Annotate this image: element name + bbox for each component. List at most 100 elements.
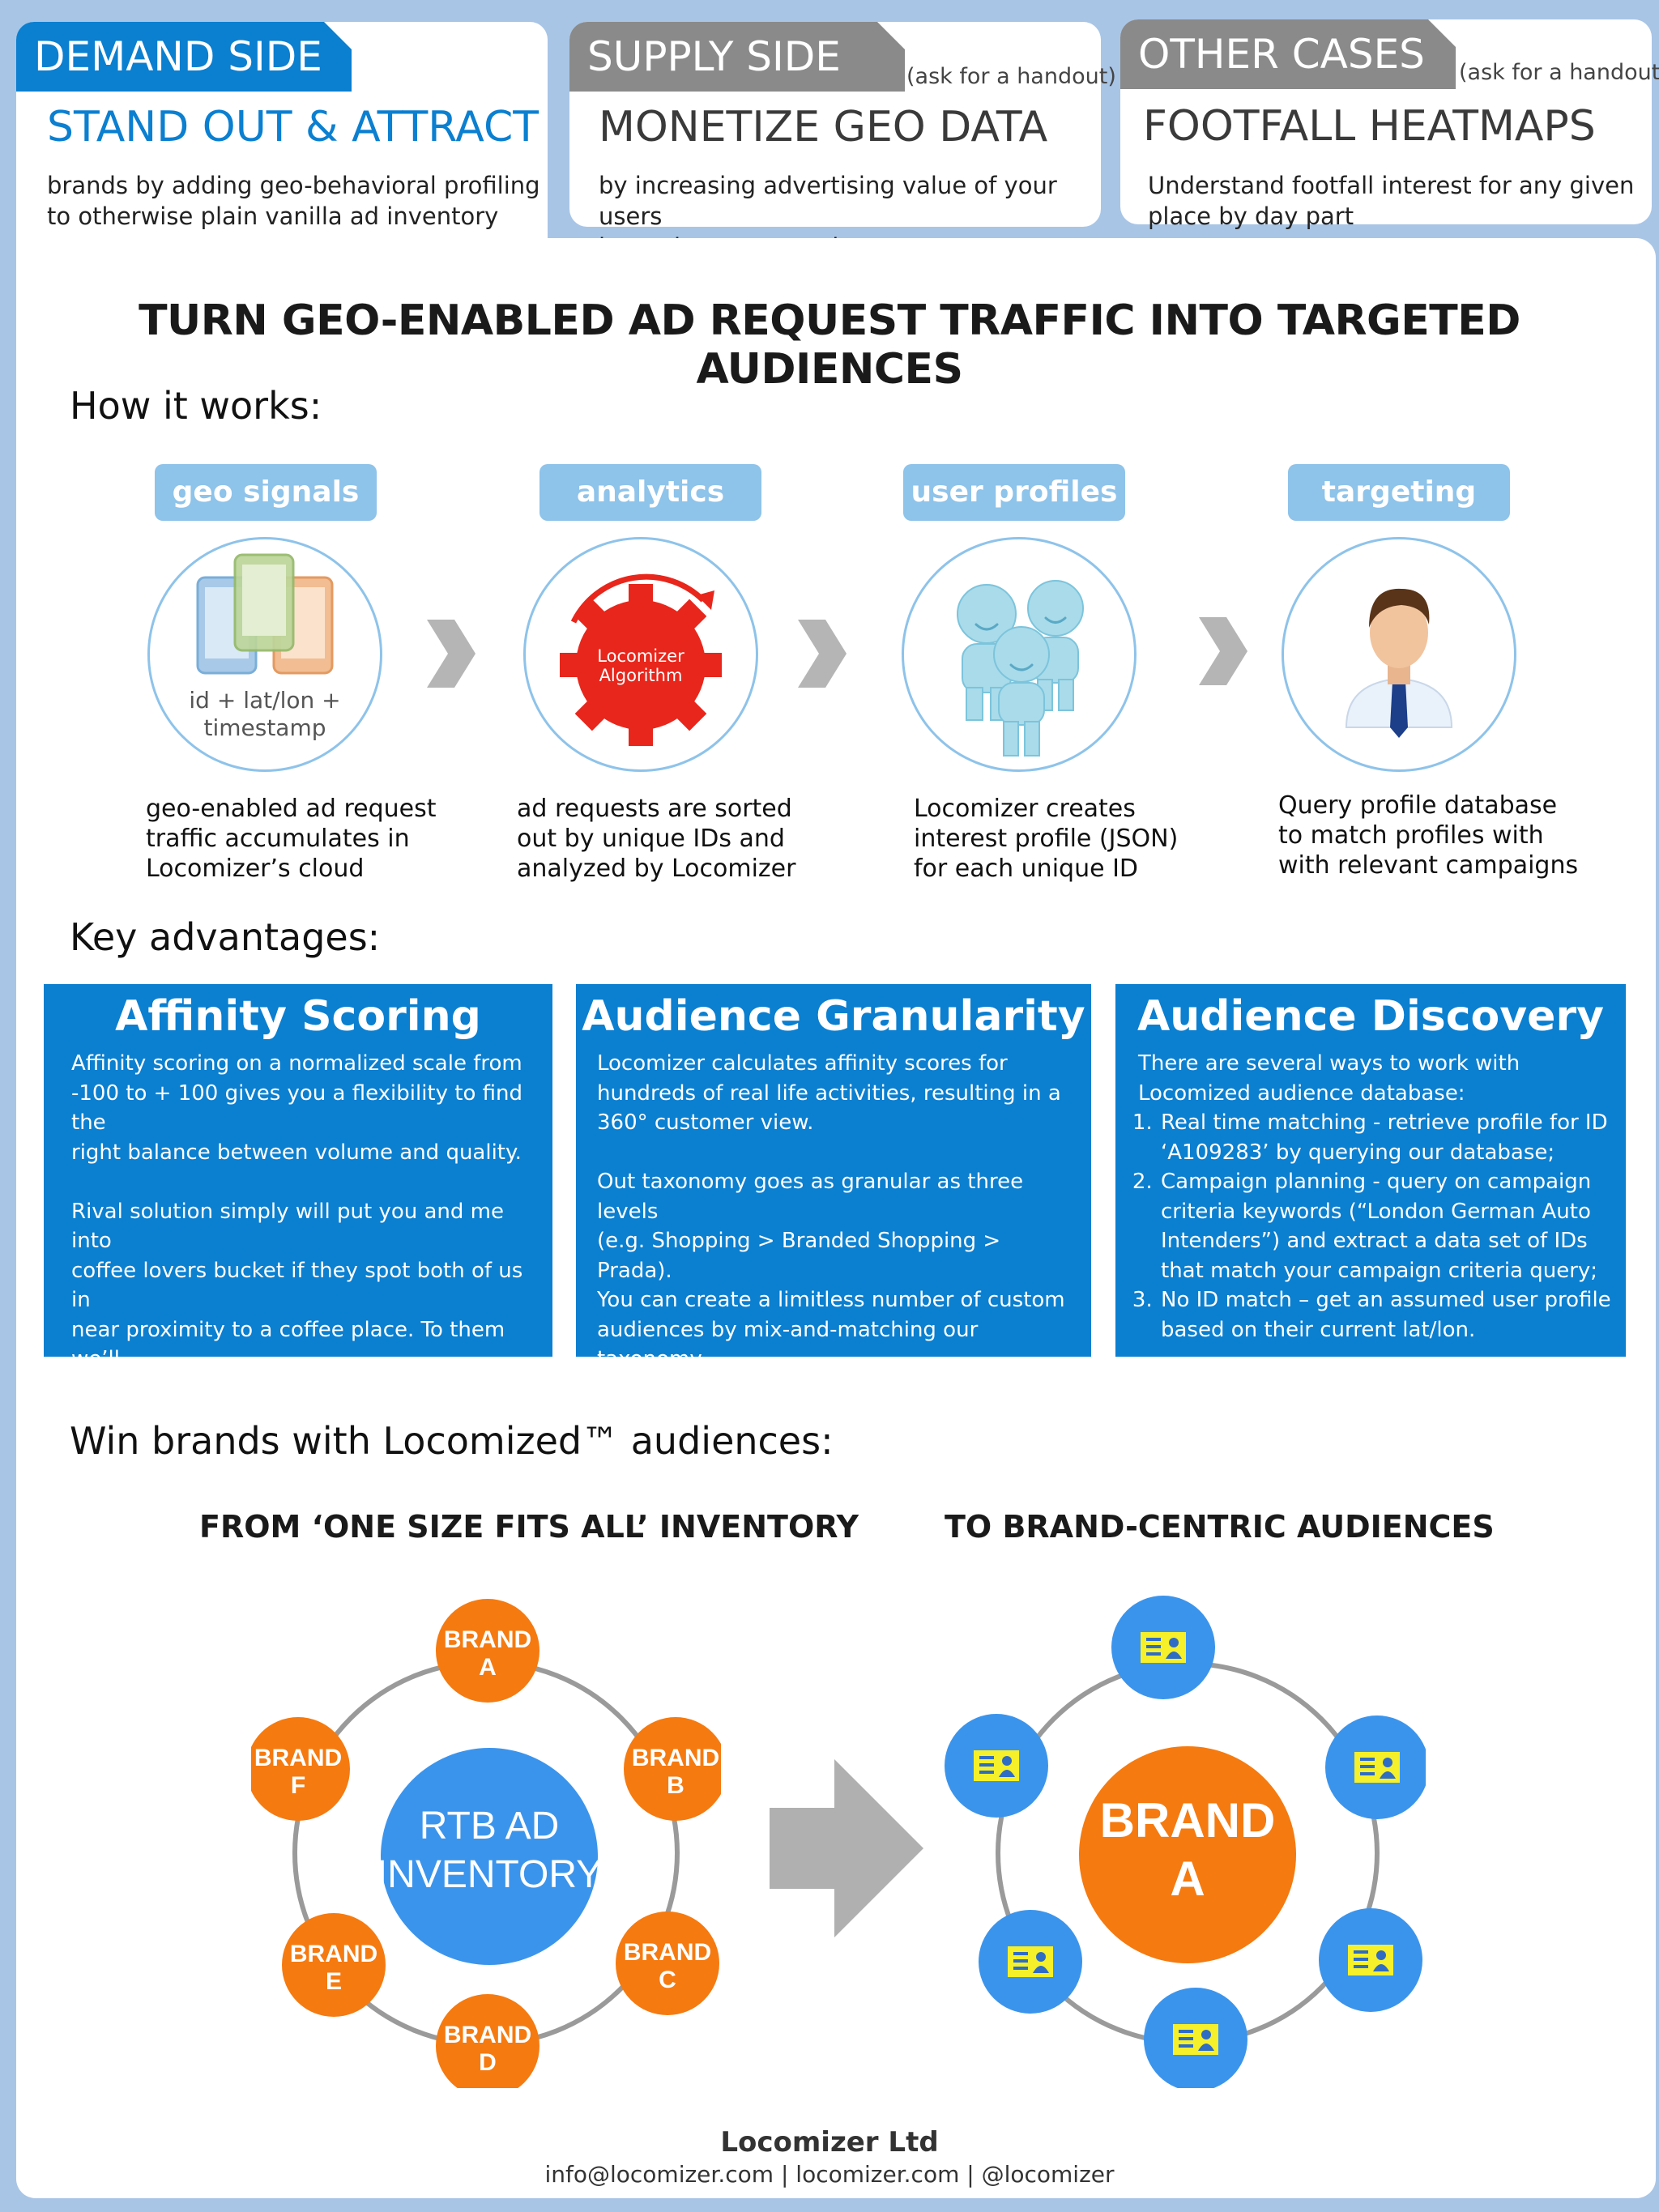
step-pill-user-profiles: user profiles [903, 464, 1125, 521]
tab-other-cases: OTHER CASES (ask for a handout) FOOTFALL… [1120, 19, 1659, 230]
rtb-center-circle [381, 1748, 598, 1965]
advantage-title: Affinity Scoring [115, 992, 481, 1041]
step-circle-targeting [1282, 537, 1516, 772]
brand-node-label: BRAND [290, 1941, 377, 1967]
brand-node-label: E [326, 1968, 342, 1995]
geo-signal-text-line: timestamp [203, 714, 326, 741]
advantage-text: Locomizer calculates affinity scores for… [597, 1051, 1065, 1401]
brand-f-node: BRAND F [251, 1717, 350, 1821]
step-caption-analytics: ad requests are sorted out by unique IDs… [517, 794, 825, 884]
tab-desc-line: by increasing advertising value of your … [599, 172, 1057, 230]
users-icon [957, 580, 1084, 757]
advantage-list: There are several ways to work with Loco… [1138, 1049, 1611, 1345]
list-item: Campaign planning - query on campaign cr… [1159, 1167, 1611, 1285]
caption-line: with relevant campaigns [1278, 851, 1579, 880]
advantage-affinity-scoring: Affinity Scoring Affinity scoring on a n… [44, 984, 552, 1490]
brand-e-node: BRAND E [282, 1913, 386, 2017]
from-inventory-heading: FROM ‘ONE SIZE FITS ALL’ INVENTORY [199, 1509, 859, 1545]
tab-desc-line: place by day part [1148, 202, 1354, 230]
step-pill-targeting: targeting [1288, 464, 1510, 521]
list-item: Real time matching - retrieve profile fo… [1159, 1108, 1611, 1167]
step-caption-user-profiles: Locomizer creates interest profile (JSON… [914, 794, 1222, 884]
tab-desc-other: Understand footfall interest for any giv… [1148, 170, 1642, 232]
audience-node [1319, 1908, 1422, 2012]
step-caption-targeting: Query profile database to match profiles… [1278, 791, 1586, 880]
how-it-works-label: How it works: [70, 384, 322, 428]
caption-line: analyzed by Locomizer [517, 855, 796, 883]
rtb-center-label: INVENTORY [377, 1853, 602, 1896]
caption-line: for each unique ID [914, 855, 1139, 883]
audience-node [1144, 1988, 1247, 2088]
chevron-right-icon [1199, 617, 1247, 685]
brand-c-node: BRAND C [616, 1912, 719, 2015]
brand-a-center-circle [1079, 1746, 1296, 1963]
profile-card-icon [1173, 2024, 1218, 2055]
brand-node-label: BRAND [444, 1626, 531, 1653]
advantage-list-intro: There are several ways to work with Loco… [1138, 1051, 1520, 1106]
brand-node-label: BRAND [444, 2022, 531, 2048]
brand-node-label: BRAND [254, 1745, 342, 1771]
geo-signal-text-line: id + lat/lon + [189, 687, 341, 714]
caption-line: Locomizer’s cloud [146, 855, 365, 883]
brand-node-label: A [479, 1654, 497, 1681]
brand-d-node: BRAND D [436, 1994, 539, 2088]
caption-line: traffic accumulates in [146, 825, 410, 853]
page-headline: TURN GEO-ENABLED AD REQUEST TRAFFIC INTO… [139, 296, 1520, 394]
brand-node-label: BRAND [632, 1745, 719, 1771]
tab-demand-side: DEMAND SIDE STAND OUT & ATTRACT brands b… [16, 22, 548, 289]
audience-node [1111, 1596, 1215, 1699]
caption-line: Query profile database [1278, 791, 1558, 820]
rtb-center-label: RTB AD [420, 1805, 560, 1848]
advantage-title: Audience Granularity [582, 992, 1085, 1041]
phones-icon [196, 553, 334, 675]
brand-node-label: C [659, 1967, 676, 1993]
tab-title-supply: MONETIZE GEO DATA [599, 103, 1048, 151]
brand-b-node: BRAND B [624, 1717, 721, 1821]
discovery-methods-list: Real time matching - retrieve profile fo… [1138, 1108, 1611, 1345]
tab-title-demand: STAND OUT & ATTRACT [47, 103, 539, 151]
arrow-right-icon [770, 1759, 923, 1937]
brand-node-label: F [291, 1772, 305, 1799]
profile-card-icon [1141, 1632, 1186, 1663]
gear-icon [560, 573, 722, 746]
footer-contact: info@locomizer.com | locomizer.com | @lo… [544, 2161, 1115, 2188]
audience-node [979, 1910, 1082, 2014]
caption-line: ad requests are sorted [517, 795, 792, 823]
tab-desc-line: to otherwise plain vanilla ad inventory [47, 202, 499, 230]
tab-ribbon-supply: SUPPLY SIDE [569, 22, 905, 92]
profile-card-icon [1354, 1752, 1400, 1783]
caption-line: to match profiles with [1278, 821, 1544, 850]
win-brands-label: Win brands with Locomized™ audiences: [70, 1419, 834, 1463]
businessman-icon [1345, 588, 1453, 738]
gear-label: Locomizer Algorithm [526, 646, 756, 685]
caption-line: out by unique IDs and [517, 825, 785, 853]
tab-ribbon-demand: DEMAND SIDE [16, 22, 352, 92]
brand-audience-diagram: BRAND A [945, 1596, 1426, 2088]
gear-label-line: Algorithm [599, 666, 683, 685]
tab-title-other: FOOTFALL HEATMAPS [1143, 102, 1596, 151]
brand-node-label: BRAND [624, 1939, 711, 1966]
advantage-audience-discovery: Audience Discovery There are several way… [1115, 984, 1626, 1357]
step-caption-geo-signals: geo-enabled ad request traffic accumulat… [146, 794, 454, 884]
profile-card-icon [1348, 1945, 1393, 1975]
caption-line: Locomizer creates [914, 795, 1136, 823]
step-pill-geo-signals: geo signals [155, 464, 377, 521]
key-advantages-label: Key advantages: [70, 915, 381, 959]
brand-center-label: BRAND [1100, 1793, 1276, 1848]
handout-note: (ask for a handout) [1459, 60, 1659, 85]
tab-ribbon-other: OTHER CASES [1120, 19, 1456, 89]
to-audiences-heading: TO BRAND-CENTRIC AUDIENCES [945, 1509, 1495, 1545]
caption-line: geo-enabled ad request [146, 795, 437, 823]
advantage-title: Audience Discovery [1137, 992, 1604, 1041]
brand-a-node: BRAND A [436, 1599, 539, 1703]
brand-node-label: D [479, 2049, 497, 2076]
tab-supply-side: SUPPLY SIDE (ask for a handout) MONETIZE… [569, 22, 1116, 261]
profile-card-icon [1008, 1946, 1053, 1977]
audience-node [945, 1714, 1048, 1818]
step-circle-analytics: Locomizer Algorithm [523, 537, 758, 772]
step-circle-geo-signals: id + lat/lon + timestamp [147, 537, 382, 772]
footer-company: Locomizer Ltd [720, 2126, 939, 2159]
geo-signal-text: id + lat/lon + timestamp [150, 687, 380, 742]
step-pill-analytics: analytics [539, 464, 761, 521]
advantage-audience-granularity: Audience Granularity Locomizer calculate… [576, 984, 1091, 1401]
